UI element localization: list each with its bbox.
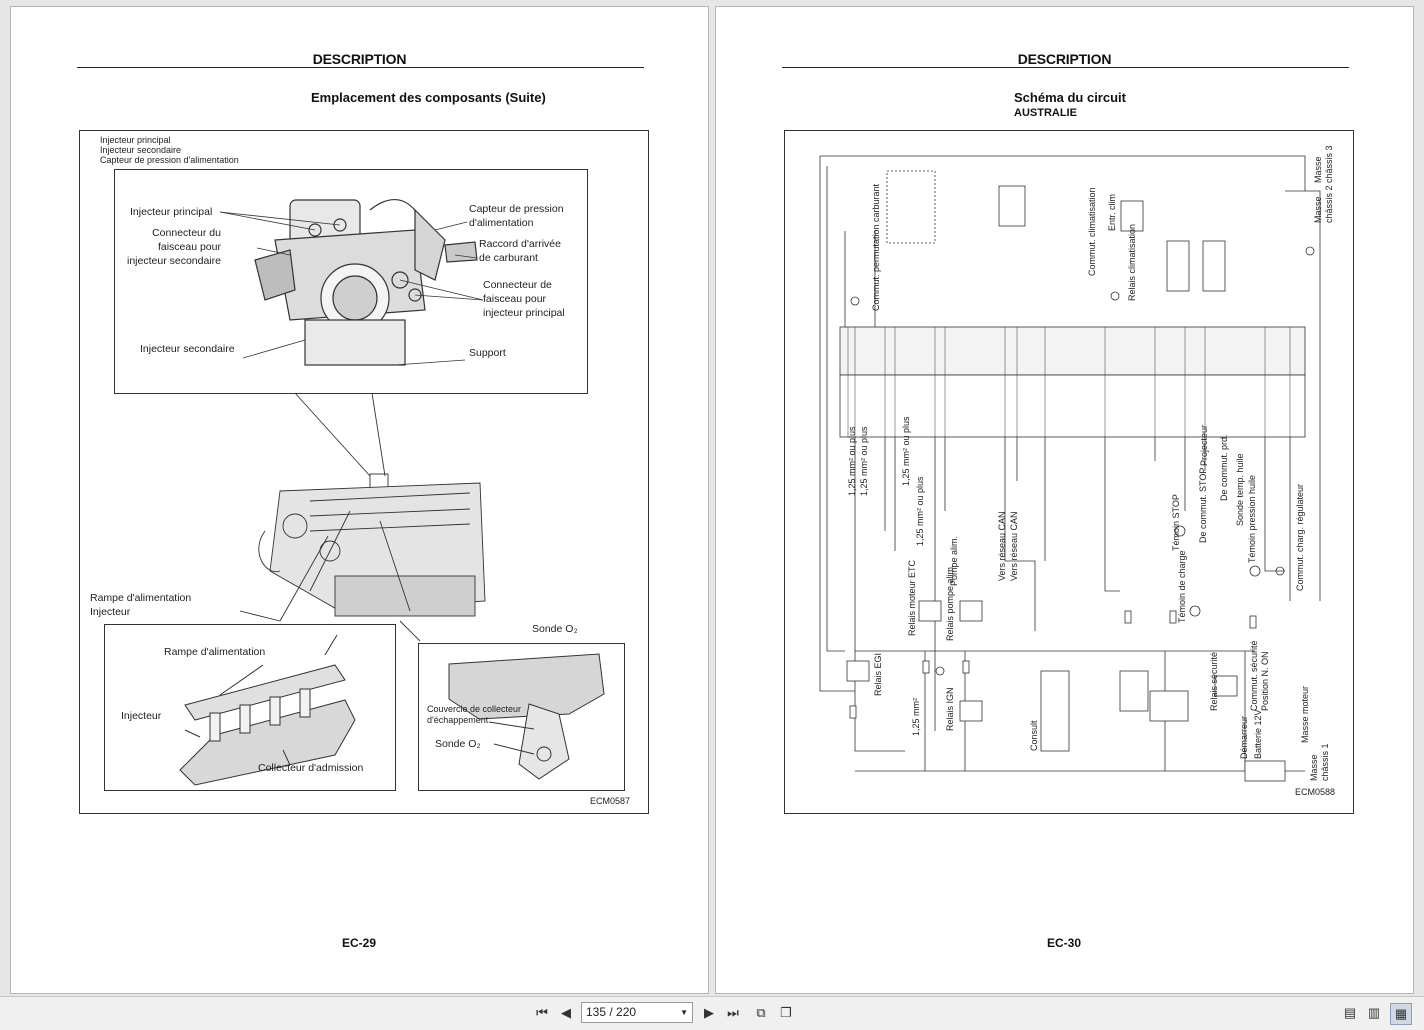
label-rampe-injecteur: Rampe d'alimentation Injecteur xyxy=(90,592,192,618)
label-injecteur: Injecteur xyxy=(121,710,162,722)
circuit-diagram: Masse châssis 3 Masse châssis 2 Commut. … xyxy=(784,130,1354,814)
label-capteur-pression: Capteur de pression d'alimentation xyxy=(469,203,564,229)
single-page-view-icon[interactable]: ▤ xyxy=(1343,1005,1357,1020)
label-sonde-o2-top: Sonde O₂ xyxy=(532,623,578,635)
page-subtitle: Schéma du circuit xyxy=(1014,90,1126,105)
previous-page-icon[interactable]: ◀ xyxy=(561,1005,571,1020)
label-raccord: Raccord d'arrivée de carburant xyxy=(479,238,561,264)
label-projecteur: Projecteur xyxy=(1199,424,1209,466)
label-commut-securite: Commut. sécurité Position N. ON xyxy=(1249,640,1270,711)
note-injecteur-principal: Injecteur principal xyxy=(100,135,171,145)
throttle-detail-box: Injecteur principal Connecteur du faisce… xyxy=(114,169,588,394)
label-sonde-temp: Sonde temp. huile xyxy=(1235,453,1245,526)
header-rule xyxy=(782,67,1349,68)
label-connecteur-principal: Connecteur de faisceau pour injecteur pr… xyxy=(483,279,565,319)
chevron-down-icon[interactable]: ▼ xyxy=(680,1008,688,1017)
label-support: Support xyxy=(469,347,506,359)
engine-drawing xyxy=(239,392,486,642)
label-vers-can-2: Vers réseau CAN xyxy=(1009,511,1019,581)
label-connecteur-secondaire: Connecteur du faisceau pour injecteur se… xyxy=(127,227,221,267)
right-page: DESCRIPTION Schéma du circuit AUSTRALIE xyxy=(715,6,1414,994)
page-header: DESCRIPTION xyxy=(1017,51,1112,67)
two-page-view-icon[interactable]: ▦ xyxy=(1390,1003,1412,1025)
label-de-commut-prd: De commut. prd. xyxy=(1219,434,1229,501)
label-relais-clim: Relais climatisation xyxy=(1127,223,1137,301)
label-relais-egi: Relais EGI xyxy=(873,652,883,696)
note-capteur-pression: Capteur de pression d'alimentation xyxy=(100,155,239,165)
label-section: 1,25 mm² xyxy=(911,697,921,736)
label-sonde-o2: Sonde O₂ xyxy=(435,738,481,750)
label-commut-charg: Commut. charg. régulateur xyxy=(1295,483,1305,591)
label-section-a: 1,25 mm² ou plus xyxy=(847,426,857,496)
viewer-toolbar: ⏮ ◀ 135 / 220 ▼ ▶ ⏭ ⧉ ❐ ▤ ▥ ▦ xyxy=(0,996,1424,1030)
copy-page-icon[interactable]: ❐ xyxy=(780,1005,792,1020)
exhaust-detail-box: Couvercle de collecteur d'échappement So… xyxy=(418,643,625,791)
label-relais-securite: Relais sécurité xyxy=(1209,651,1219,711)
label-entr-clim: Entr. clim xyxy=(1107,193,1117,231)
next-page-icon[interactable]: ▶ xyxy=(704,1005,714,1020)
label-demarreur: Démarreur xyxy=(1239,715,1249,759)
exhaust-manifold-drawing xyxy=(448,653,605,780)
rotate-icon[interactable]: ⧉ xyxy=(756,1005,766,1020)
header-rule xyxy=(77,67,644,68)
label-masse-chassis3: Masse châssis 3 xyxy=(1313,145,1334,183)
label-rampe: Rampe d'alimentation xyxy=(164,646,266,658)
figure-code: ECM0588 xyxy=(1295,787,1336,797)
left-page: DESCRIPTION Emplacement des composants (… xyxy=(10,6,709,994)
label-temoin-charge: Témoin de charge xyxy=(1177,550,1187,623)
circuit-wiring xyxy=(819,155,1321,782)
label-relais-pompe: Relais pompe alim. xyxy=(945,564,955,641)
label-relais-ign: Relais IGN xyxy=(945,687,955,731)
label-section-b: 1,25 mm² ou plus xyxy=(859,426,869,496)
label-section-d: 1,25 mm² ou plus xyxy=(915,476,925,546)
page-number: EC-29 xyxy=(342,936,377,950)
page-number: EC-30 xyxy=(1047,936,1082,950)
label-batterie: Batterie 12V xyxy=(1253,709,1263,759)
label-commut-clim: Commut. climatisation xyxy=(1087,187,1097,276)
region-label: AUSTRALIE xyxy=(1014,107,1077,119)
first-page-icon[interactable]: ⏮ xyxy=(536,1005,548,1020)
label-injecteur-principal: Injecteur principal xyxy=(130,206,213,218)
label-vers-can-1: Vers réseau CAN xyxy=(997,511,1007,581)
label-masse-chassis1: Masse châssis 1 xyxy=(1309,743,1330,781)
page-number-input[interactable]: 135 / 220 ▼ xyxy=(581,1002,693,1023)
last-page-icon[interactable]: ⏭ xyxy=(727,1005,739,1020)
fuel-rail-drawing xyxy=(179,634,356,786)
label-relais-moteur-etc: Relais moteur ETC xyxy=(907,559,917,636)
figure-code: ECM0587 xyxy=(590,796,631,806)
label-temoin-pression: Témoin pression huile xyxy=(1247,474,1257,563)
label-section-c: 1,25 mm² ou plus xyxy=(901,416,911,486)
label-collecteur-admission: Collecteur d'admission xyxy=(258,762,364,774)
label-commut-perm: Commut. permutation carburant xyxy=(871,183,881,311)
component-figure: Injecteur principal Injecteur secondaire… xyxy=(79,130,649,814)
label-masse-moteur: Masse moteur xyxy=(1300,685,1310,743)
label-couvercle: Couvercle de collecteur d'échappement xyxy=(427,704,522,725)
fuel-rail-detail-box: Rampe d'alimentation Injecteur Collecteu… xyxy=(104,624,396,791)
page-header: DESCRIPTION xyxy=(312,51,407,67)
note-injecteur-secondaire: Injecteur secondaire xyxy=(100,145,182,155)
label-de-commut-stop: De commut. STOP xyxy=(1198,467,1208,543)
continuous-view-icon[interactable]: ▥ xyxy=(1367,1005,1381,1020)
throttle-body-drawing xyxy=(219,199,484,366)
label-injecteur-secondaire: Injecteur secondaire xyxy=(140,343,235,355)
page-indicator: 135 / 220 xyxy=(586,1005,637,1019)
label-masse-chassis2: Masse châssis 2 xyxy=(1313,185,1334,223)
label-consult: Consult xyxy=(1029,720,1039,751)
page-subtitle: Emplacement des composants (Suite) xyxy=(311,90,546,105)
label-temoin-stop: Témoin STOP xyxy=(1171,494,1181,551)
